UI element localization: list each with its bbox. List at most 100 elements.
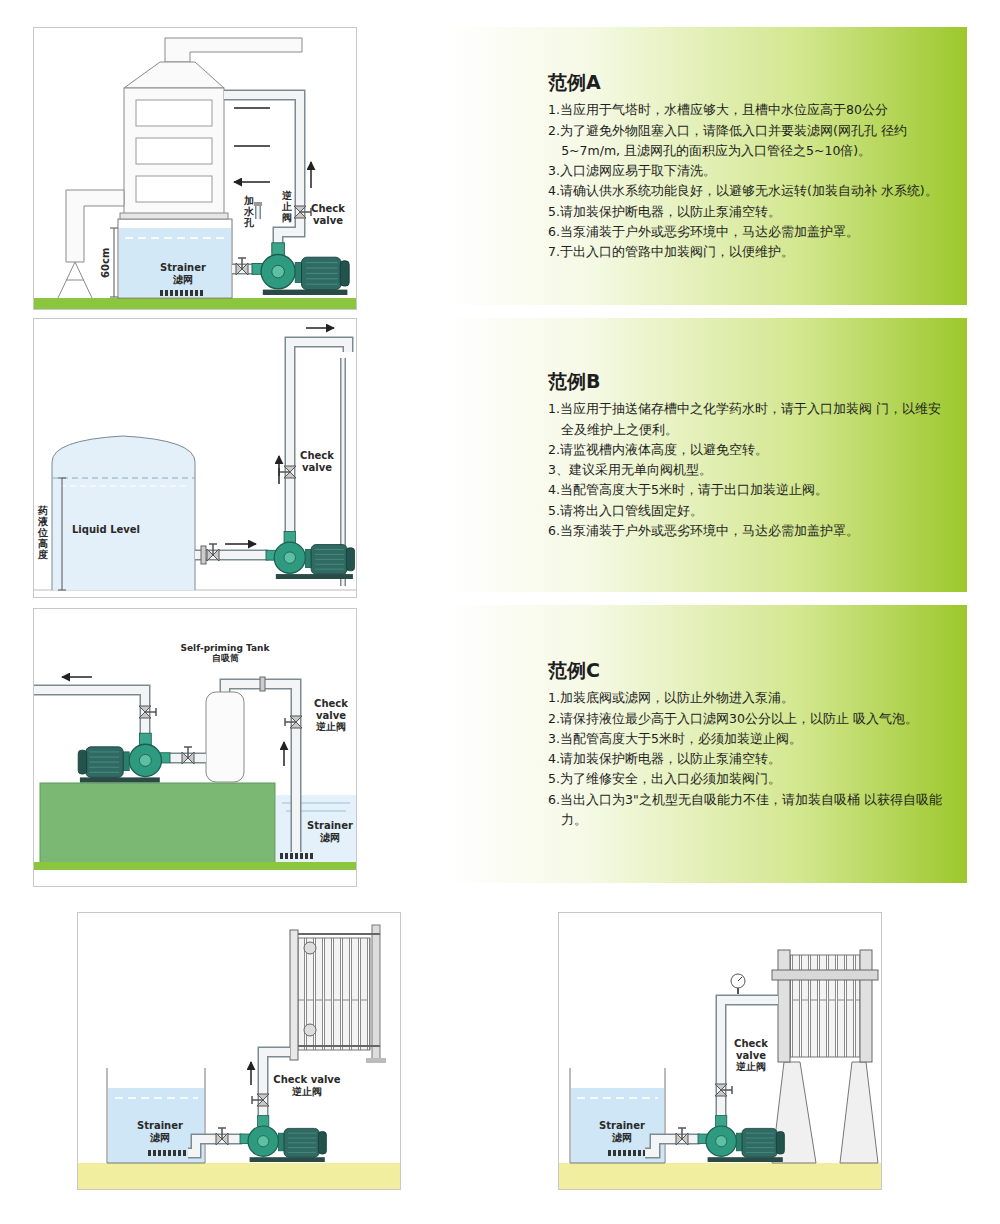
discharge-pipe [224,95,300,245]
water-surface [577,1097,658,1099]
discharge-pipe [290,342,348,533]
flow-arrow [283,742,285,766]
flow-arrow [250,1062,252,1085]
exchanger-port [304,942,316,954]
suction-pipe [645,1139,700,1153]
self-priming-scene [34,609,357,887]
pressure-gauge [731,974,745,988]
water [276,795,356,862]
water-inlet-label: 加水孔 [244,195,254,228]
liquid-level-label: Liquid Level [72,524,140,536]
instruction-item: 6.当泵浦装于户外或恶劣环境中，马达必需加盖护罩。 [548,521,951,541]
instruction-item: 4.请确认供水系统功能良好，以避够无水运转(加装自动补 水系统)。 [548,181,951,201]
pump-platform [40,783,275,863]
exchanger-post [372,925,380,1060]
pump [698,1116,784,1162]
flange [260,677,265,691]
check-valve-label: Check valve [308,203,348,226]
fill-pipe [257,205,260,219]
flow-arrow [306,327,334,329]
intake-duct [66,190,124,262]
exchanger-rod [290,934,380,1046]
fill-pipe [255,205,261,219]
valve [182,747,194,764]
valve [216,1128,228,1145]
liquid-surface [60,486,190,487]
pump [240,1116,326,1162]
example-heading: 范例C [548,658,951,683]
instruction-item: 4.当配管高度大于5米时，请于出口加装逆止阀。 [548,480,951,500]
instruction-item: 1.当应用于抽送储存槽中之化学药水时，请于入口加装阀 门，以维安全及维护上之便利… [548,399,951,440]
discharge-pipe [721,1000,778,1118]
example-heading: 范例B [548,369,951,394]
flow-arrow [62,676,92,678]
heat-exchanger-scene [78,913,401,1190]
tower-stage [136,100,212,126]
instruction-item: 5.请加装保护断电器，以防止泵浦空转。 [548,202,951,222]
tower-body [124,88,224,215]
discharge-pipe [721,1000,778,1118]
ground [78,1163,400,1189]
strainer [148,1150,188,1156]
valve [676,1128,688,1145]
pump [252,243,349,295]
flow-arrow [310,162,312,188]
press-leg [840,1062,878,1163]
valve [236,258,248,275]
check-valve-label: 逆止阀 [282,190,292,223]
strainer [160,290,205,296]
instruction-item: 3.当配管高度大于5米时，必须加装逆止阀。 [548,729,951,749]
instruction-item: 2.请监视槽内液体高度，以避免空转。 [548,440,951,460]
instruction-item: 6.当出入口为3"之机型无自吸能力不佳，请加装自吸桶 以获得自吸能力。 [548,790,951,831]
press-end [860,950,872,1062]
ground [559,1163,881,1189]
tower-roof [124,62,224,88]
liquid-surface [52,478,195,479]
instruction-item: 6.当泵浦装于户外或恶劣环境中，马达必需加盖护罩。 [548,222,951,242]
dimension-label: 60cm [100,248,112,278]
discharge-pipe [290,342,348,533]
exhaust-duct [165,38,302,62]
gauge-needle [738,977,742,981]
instruction-item: 5.请将出入口管线固定好。 [548,501,951,521]
example-heading: 范例A [548,70,951,95]
gauge-stem [737,988,739,994]
flange [201,546,206,564]
check-valve-label: Check valve 逆止阀 [273,1074,341,1097]
suction-pipe [645,1139,700,1153]
instruction-item: 2.请保持液位最少高于入口滤网30公分以上，以防止 吸入气泡。 [548,709,951,729]
strainer-label: Strainer 滤网 [305,820,355,843]
ground [34,298,356,309]
tank-label: Self-priming Tank 自吸筒 [175,643,275,664]
filter-press-scene [559,913,882,1190]
check-valve [252,1094,269,1106]
water-surface [115,1097,198,1099]
exchanger-plates [298,938,370,1050]
press-head [778,950,790,1062]
instruction-item: 1.加装底阀或滤网，以防止外物进入泵浦。 [548,688,951,708]
instruction-item: 7.于出入口的管路中加装阀门，以便维护。 [548,242,951,262]
strainer-label: Strainer 滤网 [156,262,210,285]
exchanger-foot [366,1058,386,1063]
flow-arrow [234,108,270,182]
tower-stage [136,176,212,202]
suction-pipe [188,1139,242,1153]
storage-tank-scene [34,319,357,598]
discharge-pipe [224,95,300,245]
water-surface [125,237,225,239]
check-valve-label: Check valve 逆止阀 [311,698,351,733]
panel-frame [34,319,357,598]
strainer-label: Strainer 滤网 [132,1120,188,1143]
discharge-pipe [34,690,145,736]
dimension-line [58,478,66,590]
check-valve [285,716,302,728]
instruction-item: 4.请加装保护断电器，以防止泵浦空转。 [548,749,951,769]
exchanger-port [304,1024,316,1036]
dimension-label: 药液位高度 [38,505,48,560]
water-tank [118,219,232,298]
panel-frame [78,913,401,1190]
example-panel: 范例C 1.加装底阀或滤网，以防止外物进入泵浦。2.请保持液位最少高于入口滤网30… [445,605,967,883]
storage-tank [52,436,195,590]
tower-base [120,213,228,219]
flow-arrow [278,456,280,484]
